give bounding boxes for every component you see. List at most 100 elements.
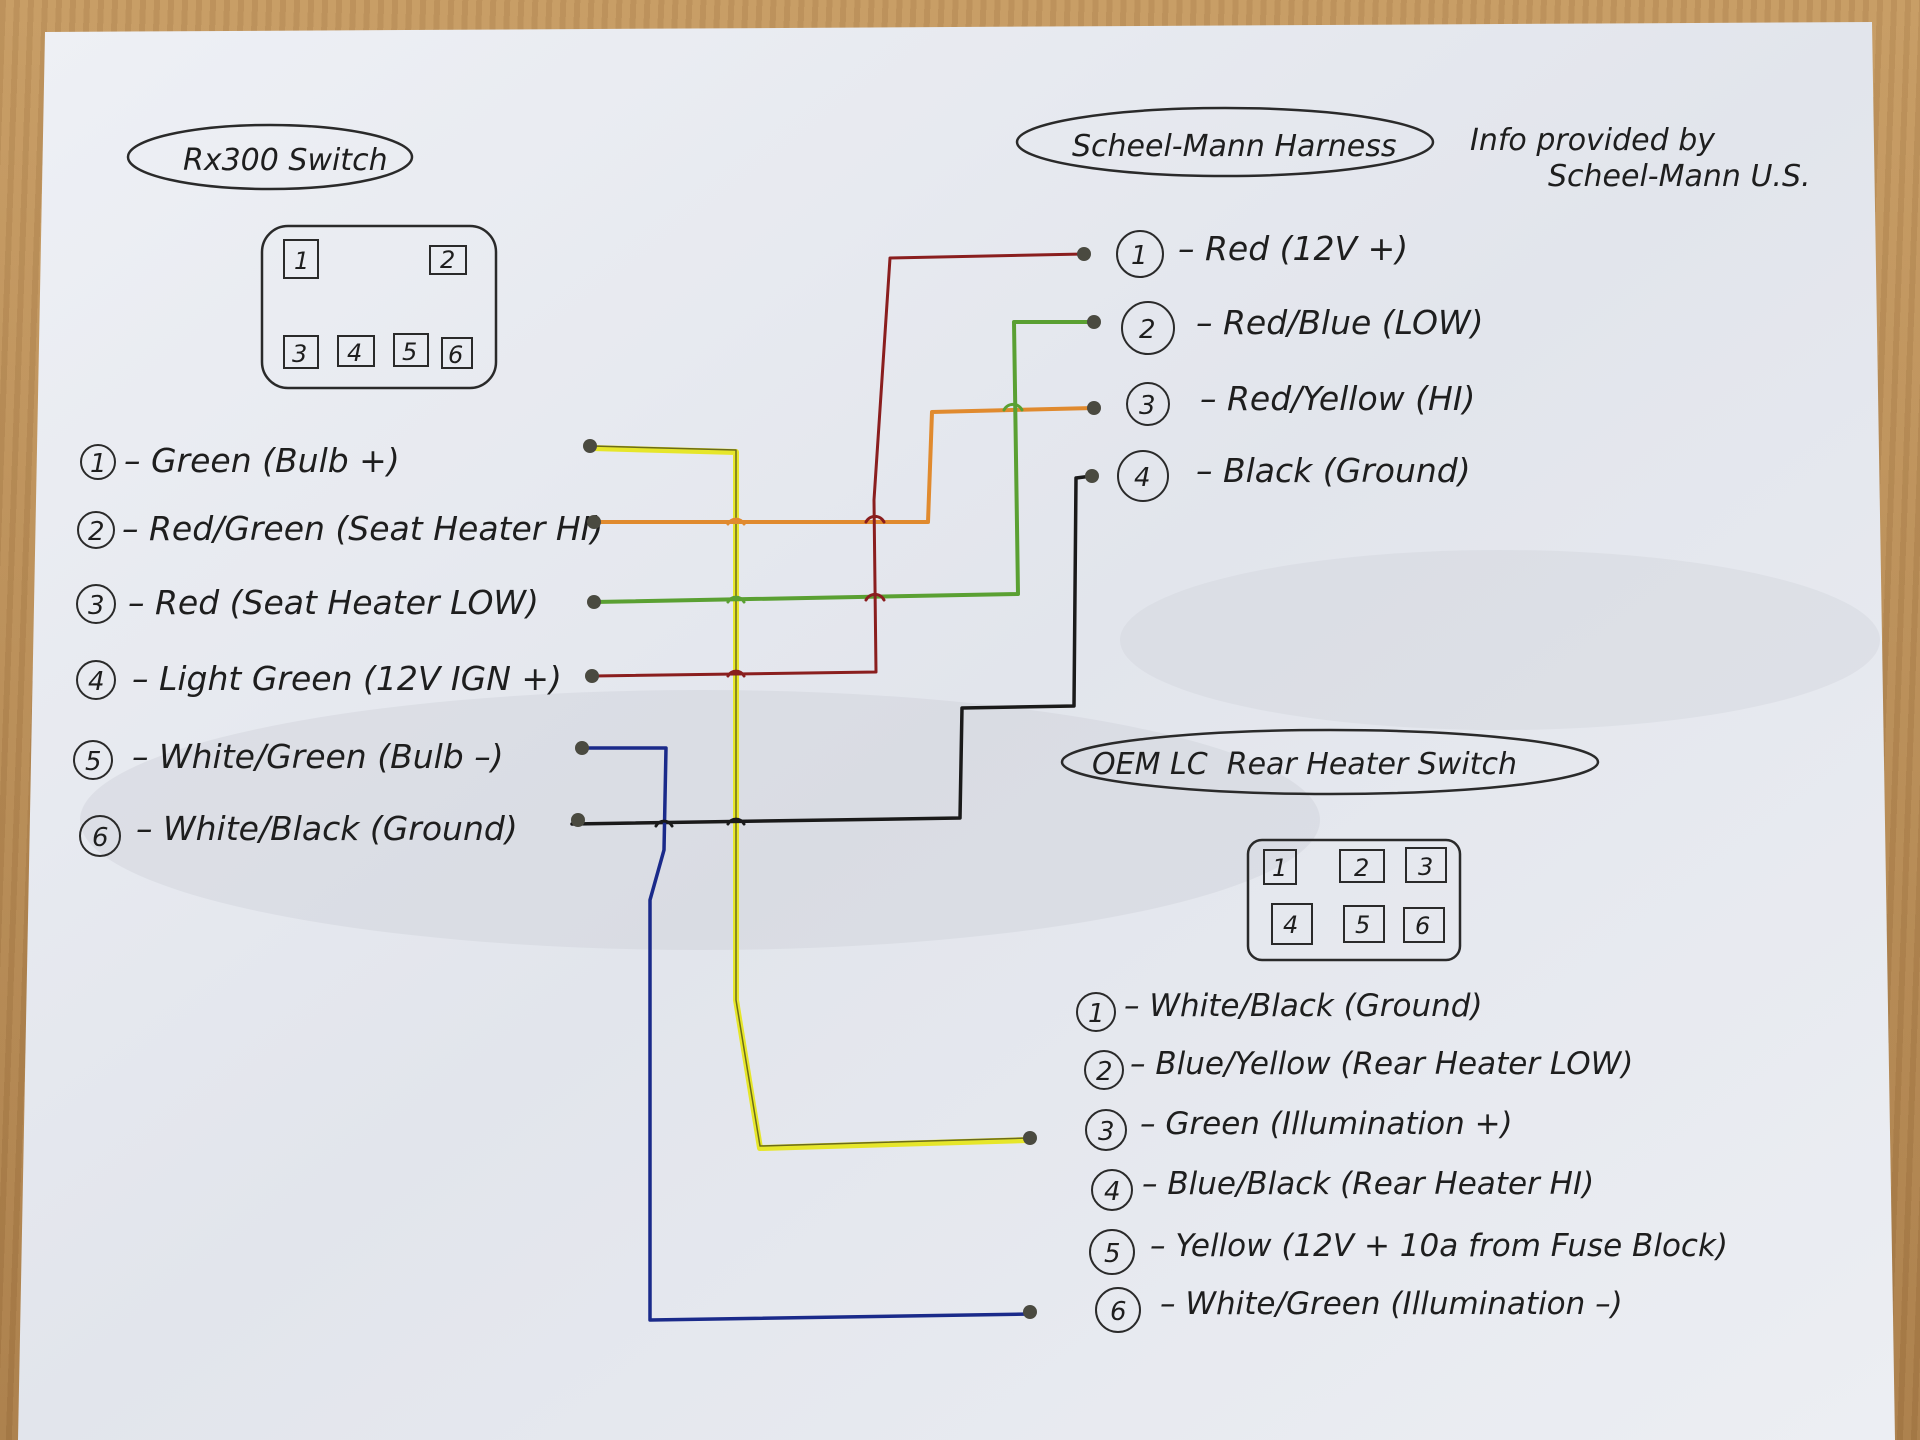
svg-text:6: 6 — [92, 823, 109, 853]
oem-connector-pin: 4 — [1271, 903, 1313, 945]
wire-crossover-hop — [654, 819, 674, 828]
harness-pin-4: 4 – Black (Ground) — [1117, 450, 1471, 502]
svg-text:2: 2 — [1354, 854, 1369, 882]
wire-yellow-ink — [591, 445, 1029, 1147]
wires — [570, 247, 1101, 1322]
oem-switch-section: OEM LC Rear Heater Switch 1 2 3 4 5 — [1060, 728, 1728, 1333]
svg-text:3: 3 — [1098, 1117, 1115, 1147]
harness-section: Scheel-Mann Harness Info provided by Sch… — [1015, 106, 1811, 502]
wire-crossover-hop — [726, 595, 746, 604]
svg-text:2: 2 — [440, 246, 455, 274]
svg-text:– Yellow (12V + 10a from Fuse: – Yellow (12V + 10a from Fuse Block) — [1150, 1228, 1728, 1264]
oem-title-oval — [1060, 728, 1600, 796]
paper-shadow — [80, 690, 1320, 950]
oem-pin-5: 5 – Yellow (12V + 10a from Fuse Block) — [1089, 1228, 1728, 1275]
harness-title-oval — [1015, 106, 1435, 178]
svg-text:6: 6 — [1415, 912, 1430, 940]
svg-text:– Green (Bulb +): – Green (Bulb +) — [124, 441, 400, 480]
svg-text:6: 6 — [1110, 1297, 1127, 1327]
oem-pin-3: 3 – Green (Illumination +) — [1085, 1106, 1513, 1151]
wire-black — [570, 474, 1094, 826]
svg-text:1: 1 — [1131, 241, 1148, 271]
svg-text:– White/Black (Ground): – White/Black (Ground) — [1124, 988, 1483, 1024]
oem-pin-2: 2 – Blue/Yellow (Rear Heater LOW) — [1084, 1046, 1633, 1090]
svg-text:4: 4 — [1104, 1177, 1121, 1207]
svg-text:2: 2 — [1096, 1057, 1113, 1087]
rx300-connector-pin: 3 — [283, 335, 319, 369]
terminal-dot — [587, 595, 601, 609]
oem-pin-1: 1 – White/Black (Ground) — [1076, 988, 1483, 1032]
oem-pin-4: 4 – Blue/Black (Rear Heater HI) — [1091, 1166, 1594, 1211]
rx300-connector-box — [260, 224, 498, 390]
svg-text:– Green (Illumination +): – Green (Illumination +) — [1140, 1106, 1513, 1142]
wire-crossover-hop — [864, 514, 886, 524]
rx300-pin-5: 5 – White/Green (Bulb –) — [73, 737, 504, 780]
harness-title: Scheel-Mann Harness — [1072, 129, 1396, 164]
svg-text:5: 5 — [1355, 911, 1370, 939]
wire-crossover-hop — [726, 669, 746, 678]
rx300-title: Rx300 Switch — [183, 143, 388, 178]
rx300-pin-4: 4 – Light Green (12V IGN +) — [76, 659, 562, 700]
wire-crossover-hop — [864, 592, 886, 602]
rx300-connector-pin: 2 — [429, 245, 467, 275]
harness-pin-2: 2 – Red/Blue (LOW) — [1121, 301, 1484, 355]
rx300-pin-2: 2 – Red/Green (Seat Heater HI) — [77, 509, 603, 549]
rx300-connector-pin: 6 — [441, 337, 473, 369]
svg-text:– Blue/Yellow (Rear Heater LOW: – Blue/Yellow (Rear Heater LOW) — [1130, 1046, 1633, 1082]
wire-crossover-hop — [1002, 402, 1024, 412]
oem-connector-pin: 2 — [1339, 849, 1385, 883]
harness-pin-3: 3 – Red/Yellow (HI) — [1126, 379, 1475, 426]
harness-pin-1: 1 – Red (12V +) — [1116, 229, 1408, 278]
terminal-dot — [1087, 315, 1101, 329]
svg-text:1: 1 — [1272, 854, 1287, 882]
svg-text:– Red/Blue (LOW): – Red/Blue (LOW) — [1196, 303, 1484, 342]
svg-text:1: 1 — [90, 449, 107, 479]
oem-connector-pin: 1 — [1263, 849, 1297, 885]
svg-text:5: 5 — [1104, 1239, 1121, 1269]
svg-text:5: 5 — [85, 747, 102, 777]
terminal-dot — [1087, 401, 1101, 415]
svg-text:5: 5 — [402, 338, 417, 366]
svg-text:– Red (Seat Heater LOW): – Red (Seat Heater LOW) — [128, 583, 539, 622]
wire-crossover-hop — [726, 817, 746, 826]
harness-note-line2: Scheel-Mann U.S. — [1548, 159, 1811, 194]
svg-text:– Red (12V +): – Red (12V +) — [1178, 229, 1408, 268]
oem-connector-pin: 5 — [1343, 905, 1385, 943]
svg-text:– Blue/Black (Rear Heater HI): – Blue/Black (Rear Heater HI) — [1142, 1166, 1594, 1202]
svg-text:3: 3 — [1418, 853, 1433, 881]
terminal-dot — [587, 515, 601, 529]
rx300-connector-pin: 5 — [393, 333, 429, 367]
terminal-dot — [1023, 1131, 1037, 1145]
wire-crossover-hop — [726, 517, 746, 526]
terminal-dot — [1077, 247, 1091, 261]
harness-note-line1: Info provided by — [1470, 123, 1716, 158]
terminal-dot — [585, 669, 599, 683]
paper-sheet — [18, 22, 1895, 1440]
rx300-switch-section: Rx300 Switch 1 2 3 4 5 — [73, 123, 603, 857]
terminal-dot — [583, 439, 597, 453]
wire-orange — [592, 406, 1096, 524]
svg-text:– Red/Green (Seat Heater HI): – Red/Green (Seat Heater HI) — [122, 509, 603, 548]
rx300-pin-6: 6 – White/Black (Ground) — [79, 809, 518, 857]
rx300-title-oval — [126, 123, 414, 191]
wire-green — [592, 320, 1094, 604]
svg-text:3: 3 — [1139, 391, 1156, 421]
svg-text:3: 3 — [292, 340, 307, 368]
wire-blue — [582, 746, 1032, 1322]
terminal-dot — [1085, 469, 1099, 483]
oem-title: OEM LC Rear Heater Switch — [1092, 747, 1517, 782]
svg-text:3: 3 — [88, 591, 105, 621]
svg-text:2: 2 — [88, 517, 105, 547]
svg-text:6: 6 — [448, 341, 463, 369]
rx300-pin-1: 1 – Green (Bulb +) — [80, 441, 400, 480]
rx300-connector-pin: 1 — [283, 239, 319, 279]
svg-text:– Light Green (12V IGN +): – Light Green (12V IGN +) — [132, 659, 562, 698]
svg-text:4: 4 — [1283, 911, 1298, 939]
svg-text:4: 4 — [347, 339, 362, 367]
terminal-dot — [575, 741, 589, 755]
oem-connector-pin: 6 — [1403, 907, 1445, 943]
oem-pin-6: 6 – White/Green (Illumination –) — [1095, 1286, 1623, 1333]
svg-text:– Black (Ground): – Black (Ground) — [1196, 451, 1471, 490]
